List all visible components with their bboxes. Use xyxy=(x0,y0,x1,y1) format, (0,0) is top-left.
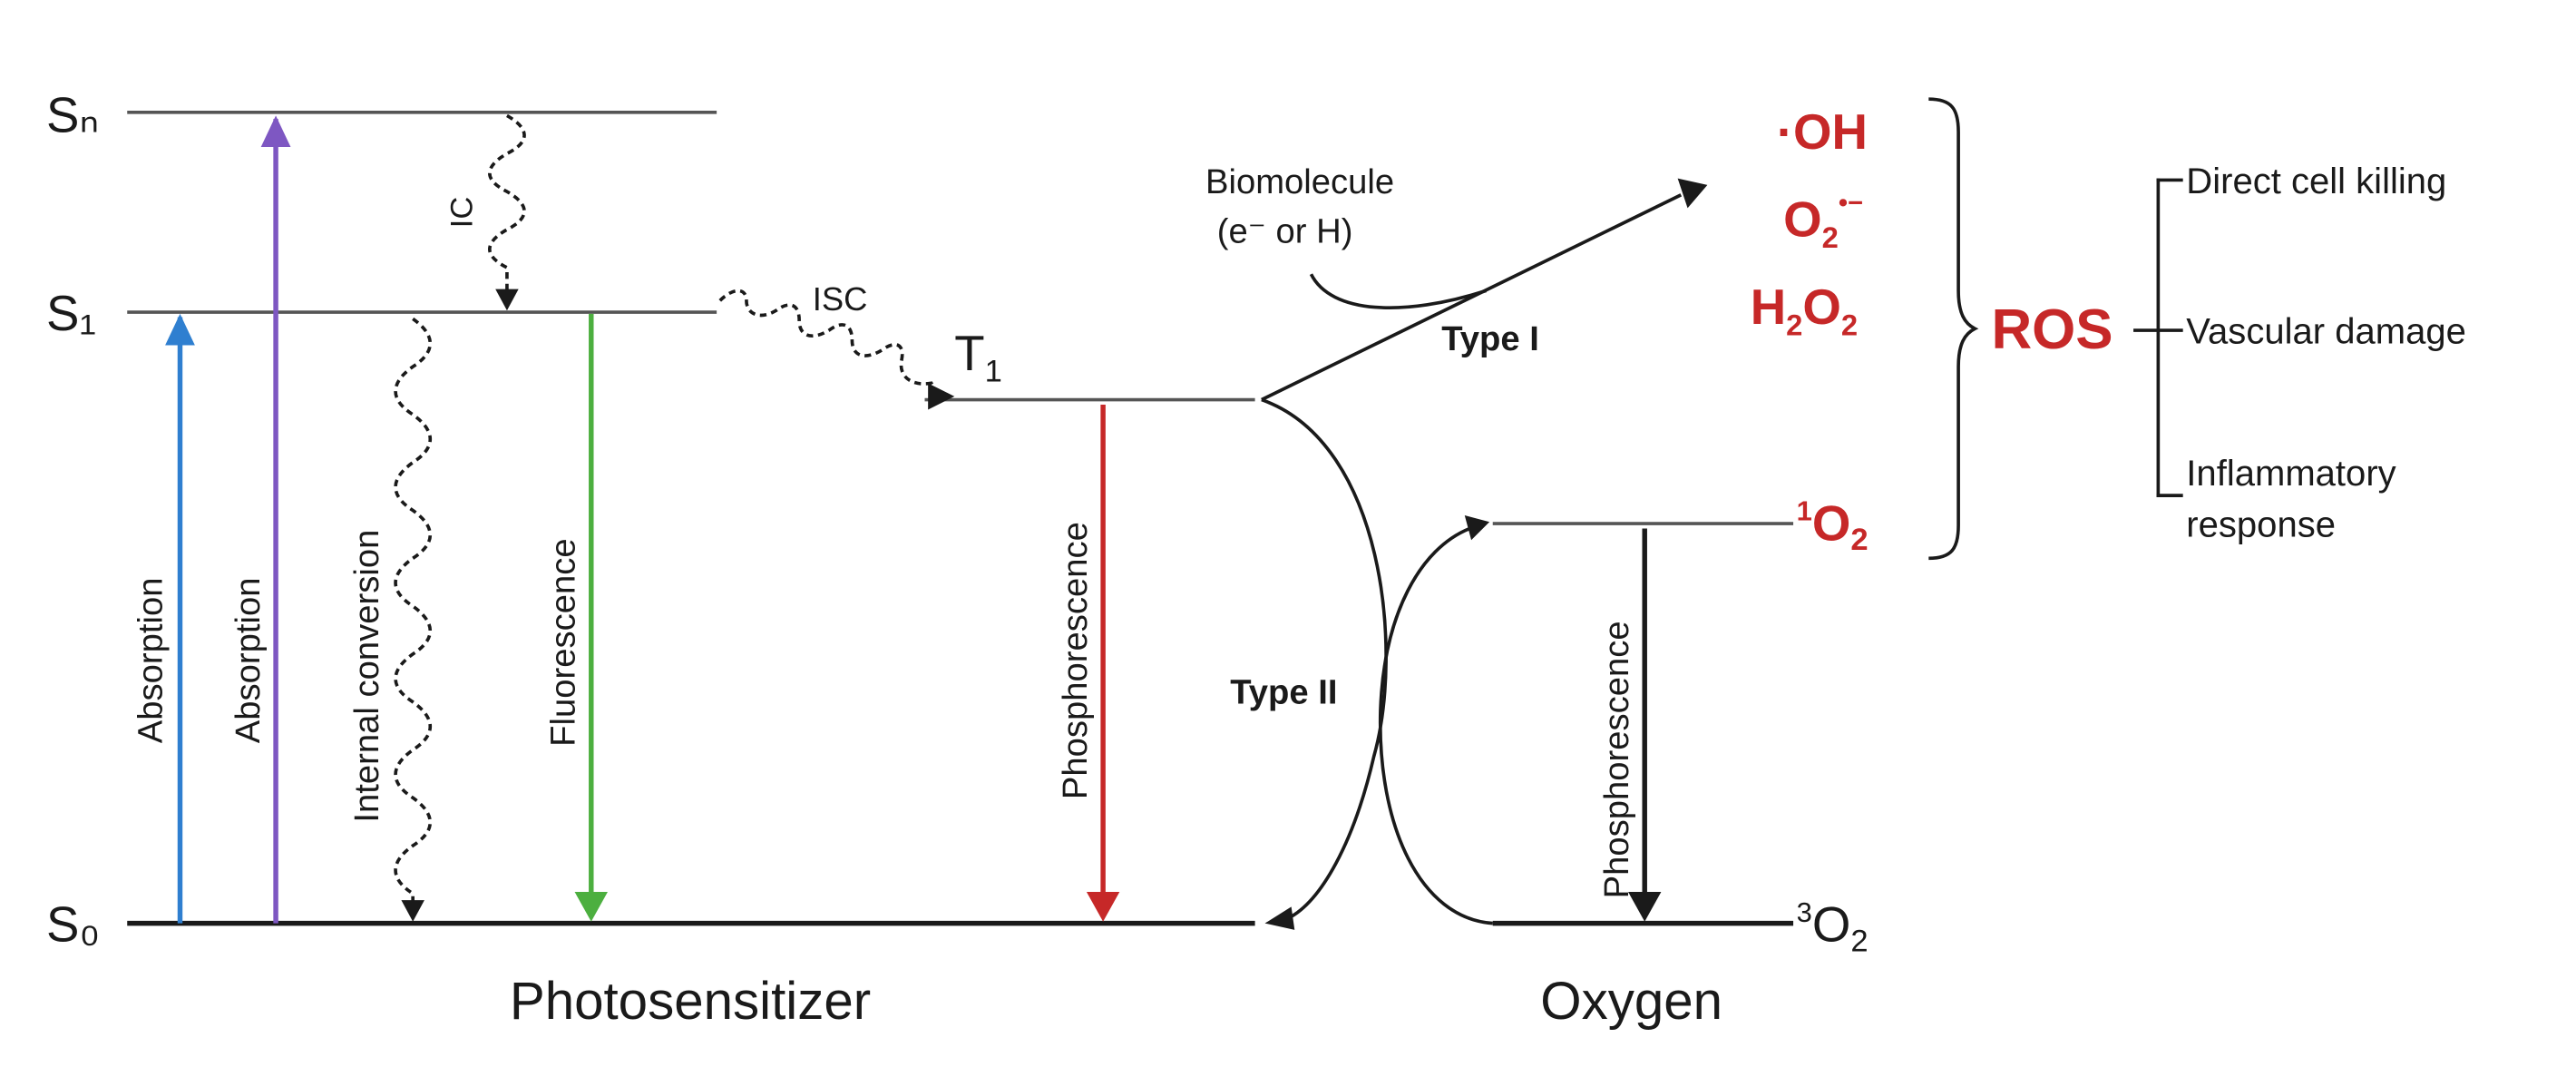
phosphorescence-ps-label: Phosphorescence xyxy=(1056,522,1095,799)
internal-conversion-arrowhead xyxy=(401,900,424,922)
absorption-arrowhead-blue xyxy=(165,313,195,346)
singlet-oxygen-label: 1O2 xyxy=(1797,494,1869,557)
fluorescence-label: Fluorescence xyxy=(544,538,583,746)
absorption-arrowhead-purple xyxy=(260,115,291,148)
type1-arrow xyxy=(1261,193,1683,402)
effect-vascular-damage: Vascular damage xyxy=(2186,312,2466,352)
isc-label: ISC xyxy=(813,280,868,318)
internal-conversion-label: Internal conversion xyxy=(347,530,386,823)
type1-arrowhead xyxy=(1677,178,1708,209)
sn-label: Sₙ xyxy=(46,88,99,143)
effect-inflammatory-line2: response xyxy=(2186,505,2336,545)
type2-arrowhead-up xyxy=(1464,514,1490,541)
phosphorescence-o2-label: Phosphorescence xyxy=(1597,621,1636,898)
hydrogen-peroxide-label: H2O2 xyxy=(1751,279,1858,342)
biomolecule-label: Biomolecule xyxy=(1205,162,1394,201)
oxygen-label: Oxygen xyxy=(1540,972,1722,1031)
type2-arrowhead-down xyxy=(1264,906,1295,930)
s0-label: S₀ xyxy=(46,897,100,953)
absorption-label-2: Absorption xyxy=(229,577,268,743)
triplet-oxygen-label: 3O2 xyxy=(1797,896,1869,959)
hydroxyl-radical-label: ·OH xyxy=(1777,104,1868,160)
biomolecule-curve xyxy=(1309,273,1488,309)
s1-label: S₁ xyxy=(46,286,96,341)
isc-wavy-arrow xyxy=(718,289,940,397)
photosensitizer-label: Photosensitizer xyxy=(510,972,871,1031)
absorption-label-1: Absorption xyxy=(131,577,170,743)
type1-label: Type I xyxy=(1441,319,1539,358)
ic-wavy-arrow xyxy=(488,113,526,298)
effect-direct-cell-killing: Direct cell killing xyxy=(2186,162,2446,201)
type2-label: Type II xyxy=(1230,673,1337,712)
type2-curve-up xyxy=(1378,526,1493,925)
ic-arrowhead xyxy=(495,289,519,311)
ic-label: IC xyxy=(445,197,480,229)
fluorescence-arrowhead xyxy=(574,892,608,922)
effect-inflammatory-line1: Inflammatory xyxy=(2186,454,2395,494)
t1-label: T1 xyxy=(954,326,1002,389)
internal-conversion-wavy-arrow xyxy=(394,317,432,905)
phosphorescence-ps-arrowhead xyxy=(1086,892,1120,922)
superoxide-label: O2•− xyxy=(1783,189,1863,254)
isc-arrowhead xyxy=(928,383,955,410)
ros-brace xyxy=(1928,97,1979,561)
electron-or-h-label: (e⁻ or H) xyxy=(1217,212,1353,251)
type2-curve-down xyxy=(1261,397,1388,920)
phosphorescence-o2-arrowhead xyxy=(1628,892,1662,922)
ros-label: ROS xyxy=(1992,299,2113,361)
